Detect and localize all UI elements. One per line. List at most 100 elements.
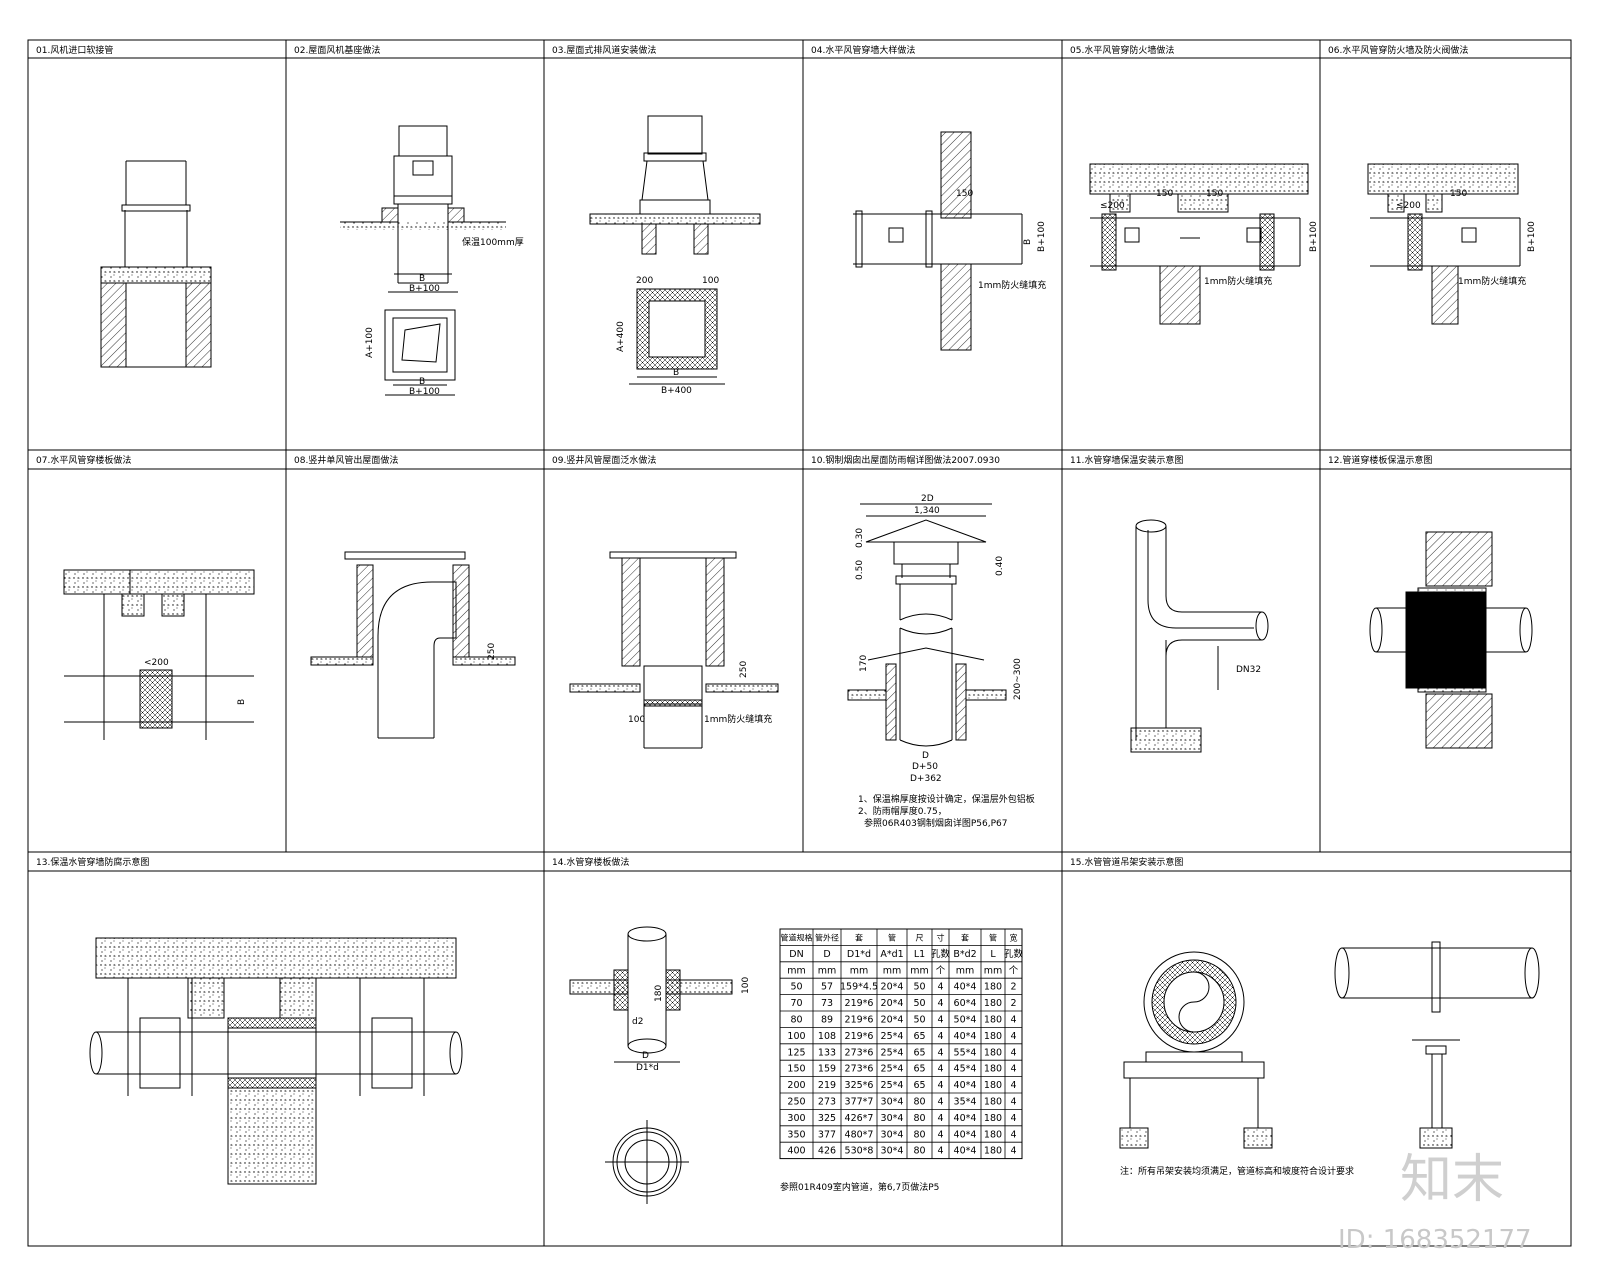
table-header-cell: mm <box>984 965 1003 976</box>
table-cell: 40*4 <box>954 1146 977 1157</box>
title-08: 08.竖井单风管出屋面做法 <box>294 454 398 466</box>
title-11: 11.水管穿墙保温安装示意图 <box>1070 454 1183 466</box>
table-cell: 325*6 <box>845 1080 874 1091</box>
note-15: 注：所有吊架安装均须满足，管道标高和坡度符合设计要求 <box>1120 1165 1354 1177</box>
table-cell: 80 <box>790 1014 802 1025</box>
table-cell: 30*4 <box>881 1113 904 1124</box>
table-header-cell: 孔数 <box>1004 948 1024 960</box>
title-05: 05.水平风管穿防火墙做法 <box>1070 44 1174 56</box>
table-cell: 2 <box>1010 982 1016 993</box>
table-cell: 2 <box>1010 998 1016 1009</box>
dim-09-100: 100 <box>628 715 645 725</box>
table-cell: 108 <box>818 1031 836 1042</box>
table-cell: 377 <box>818 1129 836 1140</box>
table-cell: 4 <box>1010 1014 1016 1025</box>
table-cell: 50*4 <box>954 1014 977 1025</box>
detail-10-chimney <box>847 503 1007 747</box>
table-cell: 80 <box>913 1146 925 1157</box>
table-cell: 89 <box>821 1014 833 1025</box>
detail-09-shaft-flashing <box>569 551 779 749</box>
table-cell: 4 <box>1010 1080 1016 1091</box>
dim-14-d2: d2 <box>632 1017 643 1027</box>
table-cell: 4 <box>937 1064 943 1075</box>
dim-05-b100: B+100 <box>1309 221 1319 252</box>
table-header-cell: mm <box>818 965 837 976</box>
table-cell: 4 <box>1010 1146 1016 1157</box>
table-cell: 219 <box>818 1080 836 1091</box>
dim-10-030: 0.30 <box>855 528 865 548</box>
note-02-insulation: 保温100mm厚 <box>462 236 524 248</box>
table-header-cell: L1 <box>914 949 925 960</box>
dim-04-b100: B+100 <box>1037 221 1047 252</box>
table-header-cell: mm <box>883 965 902 976</box>
dim-06-b100: B+100 <box>1527 221 1537 252</box>
table-cell: 70 <box>790 998 802 1009</box>
table-cell: 80 <box>913 1113 925 1124</box>
dim-03-a400: A+400 <box>616 321 626 352</box>
dim-07-b: B <box>237 699 247 705</box>
table-cell: 4 <box>937 1080 943 1091</box>
table-header-cell: mm <box>787 965 806 976</box>
dim-10-170: 170 <box>859 655 869 672</box>
table-cell: 40*4 <box>954 1113 977 1124</box>
table-cell: 426*7 <box>845 1113 874 1124</box>
table-cell: 4 <box>937 1014 943 1025</box>
dim-03-b400: B+400 <box>661 386 692 396</box>
note-14-table: 参照01R409室内管道，第6,7页做法P5 <box>780 1181 939 1193</box>
dim-07-lt200: <200 <box>144 658 169 668</box>
dim-02-b: B <box>419 274 425 284</box>
table-cell: 20*4 <box>881 998 904 1009</box>
title-07: 07.水平风管穿楼板做法 <box>36 454 131 466</box>
table-header-cell: 套 <box>855 932 863 942</box>
dim-14-180: 180 <box>654 985 664 1002</box>
table-cell: 300 <box>787 1113 805 1124</box>
table-cell: 45*4 <box>954 1064 977 1075</box>
table-header-cell: D <box>823 949 830 960</box>
table-cell: 50 <box>913 998 925 1009</box>
table-header-cell: 孔数 <box>931 948 951 960</box>
table-cell: 4 <box>937 1146 943 1157</box>
dim-02-b100-plan: B+100 <box>409 387 440 397</box>
detail-14-pipe-sleeve <box>569 926 733 1204</box>
table-cell: 159*4.5 <box>840 982 878 993</box>
dim-04-b: B <box>1023 239 1033 245</box>
table-cell: 35*4 <box>954 1096 977 1107</box>
detail-01-fan-inlet <box>100 160 212 368</box>
dim-03-200: 200 <box>636 276 653 286</box>
dim-10-2d: 2D <box>921 494 934 504</box>
table-header-cell: mm <box>910 965 929 976</box>
table-cell: 273*6 <box>845 1047 874 1058</box>
detail-05-fire-wall <box>1089 163 1309 325</box>
table-cell: 325 <box>818 1113 836 1124</box>
table-cell: 219*6 <box>845 998 874 1009</box>
dim-10-050: 0.50 <box>855 560 865 580</box>
title-06: 06.水平风管穿防火墙及防火阀做法 <box>1328 44 1468 56</box>
title-15: 15.水管管道吊架安装示意图 <box>1070 856 1183 868</box>
dim-14-d1: D1*d <box>636 1063 659 1073</box>
dim-05-le200: ≤200 <box>1100 201 1125 211</box>
detail-15-pipe-hanger <box>1119 941 1540 1149</box>
table-cell: 377*7 <box>845 1096 874 1107</box>
table-cell: 50 <box>913 1014 925 1025</box>
table-cell: 180 <box>984 1031 1002 1042</box>
table-cell: 20*4 <box>881 1014 904 1025</box>
table-cell: 55*4 <box>954 1047 977 1058</box>
note-06-gap: 1mm防火缝填充 <box>1458 275 1526 287</box>
dim-10-d50: D+50 <box>912 762 938 772</box>
table-cell: 4 <box>1010 1031 1016 1042</box>
table-cell: 73 <box>821 998 833 1009</box>
table-cell: 4 <box>937 1113 943 1124</box>
detail-13-pipe-wall <box>89 937 463 1185</box>
note-05-gap: 1mm防火缝填充 <box>1204 275 1272 287</box>
table-cell: 4 <box>1010 1113 1016 1124</box>
table-cell: 57 <box>821 982 833 993</box>
table-cell: 180 <box>984 998 1002 1009</box>
dim-05-150b: 150 <box>1206 189 1223 199</box>
detail-06-fire-damper <box>1367 163 1521 325</box>
table-cell: 180 <box>984 982 1002 993</box>
detail-11-pipe-insulation <box>1130 519 1269 753</box>
dim-06-150: 150 <box>1450 189 1467 199</box>
title-01: 01.风机进口软接管 <box>36 44 113 56</box>
